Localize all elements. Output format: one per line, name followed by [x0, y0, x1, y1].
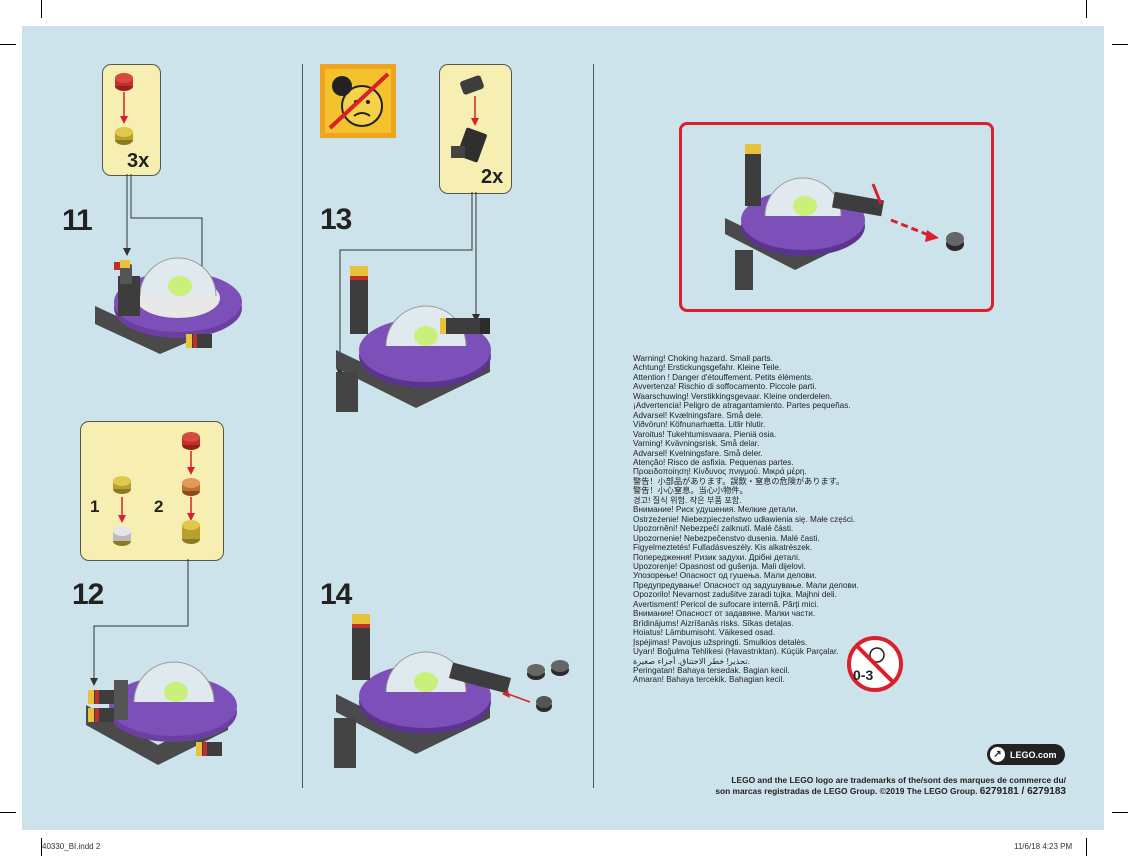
warning-line: Попередження! Ризик задухи. Дрібні детал…	[633, 552, 801, 562]
warning-line: Figyelmeztetés! Fulladásveszély. Kis alk…	[633, 543, 813, 553]
crop-mark	[1086, 0, 1087, 18]
warning-line: Upozornění! Nebezpečí zalknutí. Malé čás…	[633, 524, 794, 534]
warning-line: Varning! Kvävningsrisk. Små delar.	[633, 439, 760, 449]
step-14-number: 14	[320, 578, 352, 611]
warning-line: Brīdinājums! Aizrīšanās risks. Sīkas det…	[633, 618, 794, 628]
step-12-substep-1: 1	[90, 497, 100, 516]
warning-line: Peringatan! Bahaya tersedak. Bagian keci…	[633, 665, 790, 675]
warning-line: Упозорење! Опасност од гушења. Мали дело…	[633, 571, 817, 581]
warning-line: 警告！小部品があります。誤飲・窒息の危険があります。	[633, 476, 845, 486]
warning-line: Προειδοποίηση! Κίνδυνος πνιγμού. Μικρά μ…	[633, 467, 807, 477]
warning-line: Ostrzeżenie! Niebezpieczeństwo udławieni…	[633, 514, 856, 524]
step-11-model	[95, 257, 242, 354]
warning-line: Advarsel! Kvelningsfare. Små deler.	[633, 448, 763, 458]
warning-line: Upozornenie! Nebezpečenstvo dusenia. Mal…	[633, 533, 820, 543]
crop-mark	[1112, 44, 1128, 45]
column-divider	[593, 64, 594, 788]
warning-line: Varoitus! Tukehtumisvaara. Pieniä osia.	[633, 429, 777, 439]
trademark-line-2: son marcas registradas de LEGO Group. ©2…	[715, 785, 978, 796]
trademark-line-1: LEGO and the LEGO logo are trademarks of…	[731, 775, 1066, 785]
step-13-model	[336, 266, 491, 412]
warning-line: Внимание! Риск удушения. Мелкие детали.	[633, 505, 798, 515]
lego-link-label: LEGO.com	[1010, 749, 1057, 760]
step-12-model	[86, 661, 237, 765]
step-12-stud-stacks	[113, 432, 200, 546]
warning-line: Avvertenza! Rischio di soffocamento. Pic…	[633, 382, 817, 392]
warning-line: Внимание! Опасност от задавяне. Малки ча…	[633, 609, 816, 619]
warning-line: Opozorilo! Nevarnost zadušitve zaradi tu…	[633, 590, 837, 600]
warning-line: Hoiatus! Lämbumisoht. Väikesed osad.	[633, 628, 775, 638]
crop-mark	[41, 0, 42, 18]
step-13-parts	[451, 75, 487, 163]
crop-mark	[41, 838, 42, 856]
warning-line: Amaran! Bahaya tercekik. Bahagian kecil.	[633, 675, 785, 685]
arrow-icon: ↗	[990, 747, 1005, 762]
crop-mark	[0, 812, 16, 813]
warning-line: تحذير! خطر الاختناق. أجزاء صغيرة.	[633, 656, 750, 666]
stud-stack-illustration	[115, 73, 133, 145]
footer-file-name: 40330_BI.indd 2	[42, 842, 101, 851]
warning-line: Waarschuwing! Verstikkingsgevaar. Kleine…	[633, 391, 833, 401]
highlight-model	[725, 144, 964, 290]
step-13-quantity: 2x	[481, 166, 504, 188]
step-12-substep-2: 2	[154, 497, 164, 516]
warning-line: Įspėjimas! Pavojus užspringti. Smulkios …	[633, 637, 808, 647]
highlight-box	[679, 122, 994, 312]
trademark-notice: LEGO and the LEGO logo are trademarks of…	[715, 775, 1066, 797]
warning-line: 警告！小心窒息。当心小物件。	[633, 486, 748, 496]
step-11-number: 11	[62, 204, 93, 237]
choking-warning-text: Warning! Choking hazard. Small parts.Ach…	[633, 354, 953, 685]
age-warning-label: 0-3	[853, 667, 874, 683]
step-14-model	[334, 614, 569, 768]
lego-link-button[interactable]: ↗ LEGO.com	[987, 744, 1065, 765]
warning-line: Viðvörun! Köfnunarhætta. Litlir hlutir.	[633, 420, 766, 430]
warning-line: Avertisment! Pericol de sufocare internă…	[633, 599, 819, 609]
sun-warning-icon	[320, 64, 396, 138]
age-warning-icon	[847, 636, 903, 692]
warning-line: Upozorenje! Opasnost od gušenja. Mali di…	[633, 561, 806, 571]
product-codes: 6279181 / 6279183	[979, 785, 1066, 797]
warning-line: ¡Advertencia! Peligro de atragantamiento…	[633, 401, 851, 411]
warning-line: Uyarı! Boğulma Tehlikesi (Havastrıktan).…	[633, 647, 839, 657]
warning-line: Achtung! Erstickungsgefahr. Kleine Teile…	[633, 363, 782, 373]
warning-line: Attention ! Danger d'étouffement. Petits…	[633, 372, 814, 382]
warning-line: 경고! 질식 위험. 작은 부품 포함.	[633, 495, 742, 505]
step-13-number: 13	[320, 203, 352, 236]
column-divider	[302, 64, 303, 788]
warning-line: Warning! Choking hazard. Small parts.	[633, 354, 773, 363]
step-11-quantity: 3x	[127, 150, 150, 172]
footer-timestamp: 11/6/18 4:23 PM	[1014, 842, 1073, 851]
warning-line: Advarsel! Kvælningsfare. Små dele.	[633, 410, 764, 420]
warning-line: Atenção! Risco de asfixia. Pequenas part…	[633, 457, 794, 467]
crop-mark	[0, 44, 16, 45]
warning-line: Предупредување! Опасност од задушување. …	[633, 580, 859, 590]
step-12-number: 12	[72, 578, 104, 611]
crop-mark	[1086, 838, 1087, 856]
crop-mark	[1112, 812, 1128, 813]
